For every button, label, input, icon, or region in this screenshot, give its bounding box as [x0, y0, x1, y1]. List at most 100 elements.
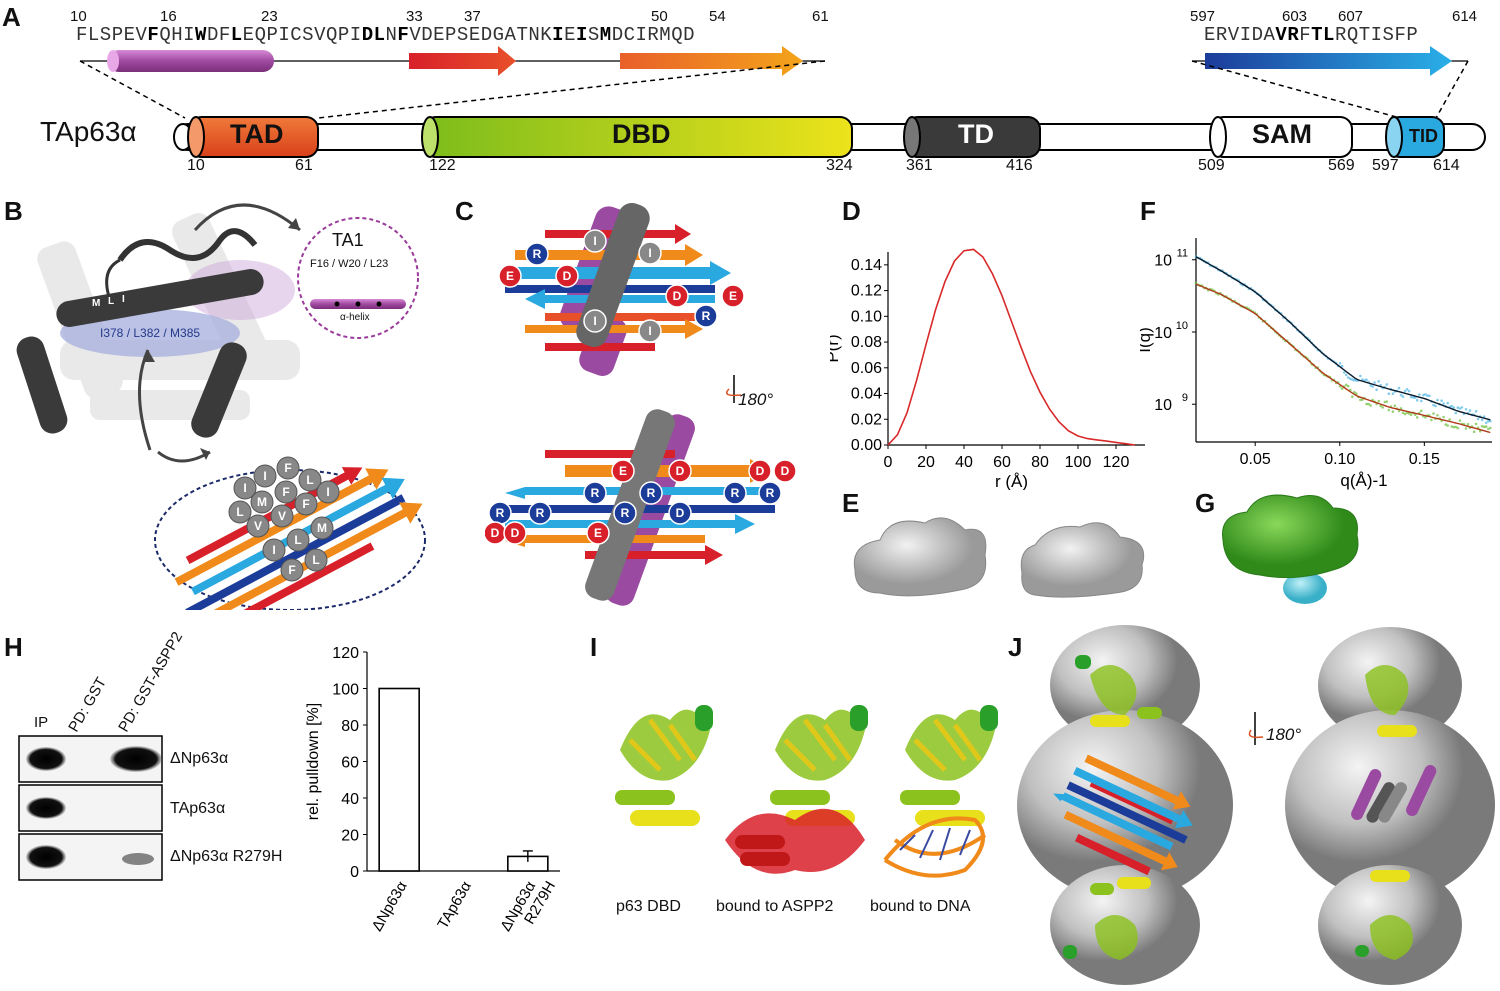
domain-label-tad: TAD: [230, 119, 284, 149]
structure-dna: [883, 705, 998, 878]
data-point: [1458, 419, 1462, 422]
y-tick-label: 100: [332, 682, 359, 699]
residue-circle: [721, 284, 745, 308]
residue-circle: [758, 481, 782, 505]
data-point: [1403, 389, 1407, 393]
position-number: 597: [1372, 157, 1399, 174]
x-tick-label: 0: [884, 454, 893, 471]
residue-letter: E: [729, 289, 737, 303]
overlay-model: [1222, 494, 1359, 604]
data-point: [1361, 378, 1364, 381]
residue-letter: I: [326, 485, 329, 499]
data-point: [1432, 412, 1435, 415]
data-point: [1487, 420, 1490, 423]
overlay-green: [1222, 494, 1359, 579]
lane-label: PD: GST-ASPP2: [115, 629, 187, 735]
residue-letter: I: [272, 543, 275, 557]
data-point: [1385, 383, 1389, 386]
data-point: [1432, 403, 1435, 407]
category-label: ΔNp63α: [369, 878, 411, 934]
ta1-title: TA1: [332, 230, 364, 250]
structure-aspp2: [725, 705, 868, 874]
domain-label-sam: SAM: [1252, 119, 1312, 149]
fit-curve: [1195, 256, 1491, 421]
data-point: [1391, 410, 1395, 413]
residue-letter: E: [619, 464, 627, 478]
seq1-number: 10: [70, 8, 87, 25]
data-point: [1194, 281, 1198, 285]
data-point: [1489, 419, 1492, 423]
residue-letter: D: [756, 464, 765, 478]
x-tick-label: 40: [955, 454, 973, 471]
residue-circle: [613, 501, 637, 525]
envelope-shape-2: [1020, 522, 1145, 598]
data-point: [1440, 399, 1443, 402]
y-tick-label: 0.00: [851, 437, 882, 454]
residue-letter: F: [284, 461, 291, 475]
position-number: 569: [1328, 157, 1355, 174]
residue-circle: [503, 521, 527, 545]
domain-label-dbd: DBD: [612, 119, 671, 149]
y-tick-label: 0.12: [851, 283, 882, 300]
data-point: [1407, 412, 1411, 415]
hydrophobic-residues: [228, 456, 340, 582]
residue-letter: V: [254, 519, 262, 533]
residue-letter: L: [294, 533, 301, 547]
data-point: [1361, 398, 1364, 401]
x-tick-label: 60: [993, 454, 1011, 471]
data-point: [1340, 387, 1344, 390]
y-tick-label: 120: [332, 645, 359, 662]
y-tick-label: 0.04: [851, 386, 882, 403]
data-point: [1480, 424, 1484, 428]
tetramer-model: [1017, 625, 1495, 985]
x-axis-label: r (Å): [995, 472, 1028, 490]
data-point: [1424, 393, 1427, 396]
y-axis-label: rel. pulldown [%]: [305, 703, 322, 820]
data-point: [1420, 399, 1423, 403]
residue-circle: [583, 309, 607, 333]
dbd-structures: [615, 705, 998, 878]
residue-letter: D: [676, 464, 685, 478]
envelope-shape-1: [853, 517, 987, 597]
position-number: 324: [826, 157, 853, 174]
residue-circle: [694, 304, 718, 328]
category-label: TAp63α: [434, 878, 475, 932]
residue-letter: D: [563, 269, 572, 283]
panel-label-j: J: [1008, 632, 1023, 662]
residue-letter: R: [591, 486, 600, 500]
x-tick-label: 0.15: [1409, 451, 1440, 468]
residue-letter: I: [593, 314, 596, 328]
seq2-number: 614: [1452, 8, 1478, 25]
y-tick-label: 10: [1154, 253, 1172, 270]
residue-circle: [583, 229, 607, 253]
data-point: [1369, 384, 1372, 387]
y-tick-label: 0.06: [851, 360, 882, 377]
residue-letter: L: [312, 553, 319, 567]
data-point: [1381, 406, 1384, 409]
data-point: [1464, 427, 1468, 430]
data-point: [1476, 417, 1480, 421]
tad-helix: [108, 50, 274, 72]
residue-letter: D: [781, 464, 790, 478]
residue-circle: [723, 481, 747, 505]
data-point: [1403, 412, 1407, 416]
data-point: [1487, 427, 1490, 431]
data-point: [1452, 406, 1456, 409]
data-point: [1489, 426, 1492, 430]
data-point: [1349, 377, 1352, 380]
data-point: [1359, 374, 1362, 378]
data-point: [1346, 376, 1350, 379]
position-number: 416: [1006, 157, 1033, 174]
data-point: [1409, 413, 1413, 416]
data-point: [1474, 410, 1478, 413]
domain-label-td: TD: [958, 119, 994, 149]
fit-curve: [1195, 283, 1491, 434]
helix-letter: M: [92, 298, 101, 309]
western-blot: [18, 735, 163, 881]
seq1-number: 37: [464, 8, 481, 25]
residue-circle: [586, 521, 610, 545]
data-point: [1426, 394, 1429, 397]
